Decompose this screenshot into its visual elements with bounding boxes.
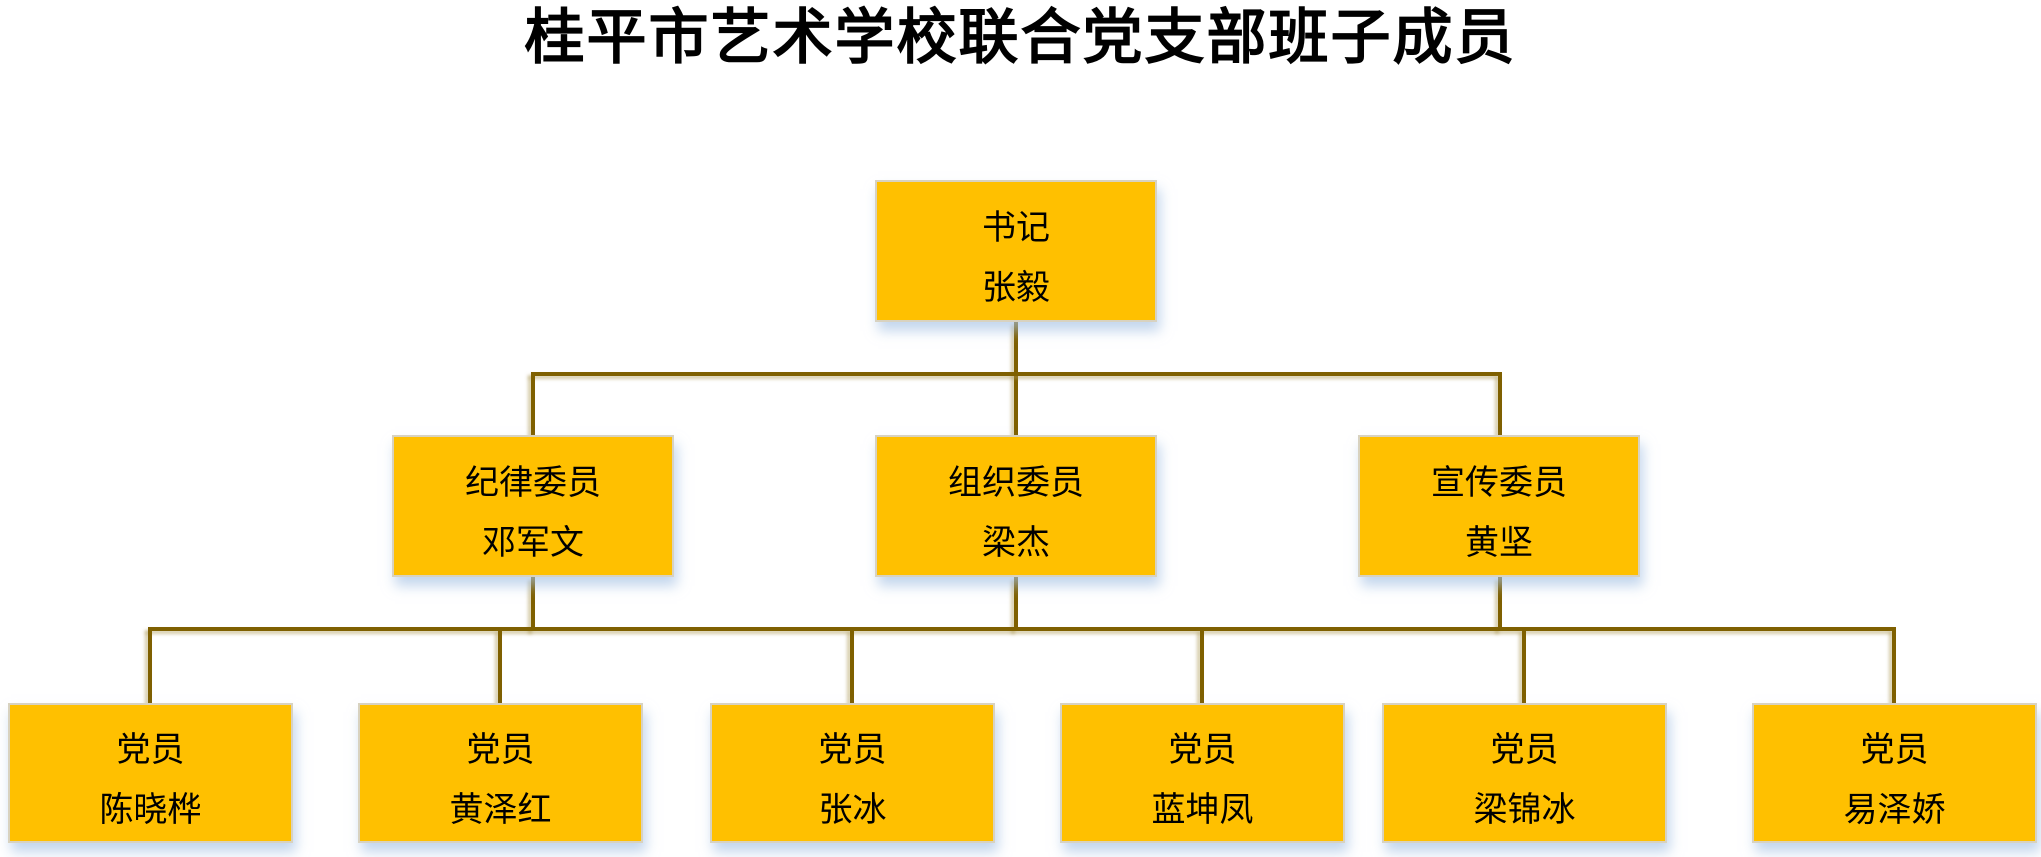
connector-drop-member-6 xyxy=(1892,629,1896,703)
connector-drop-member-4 xyxy=(1200,629,1204,703)
connector-drop-member-3 xyxy=(850,629,854,703)
role-label: 党员 xyxy=(116,730,185,770)
role-label: 党员 xyxy=(1860,730,1929,770)
name-label: 易泽娇 xyxy=(1843,790,1946,830)
role-label: 书记 xyxy=(982,208,1050,248)
connector-up-organization xyxy=(1014,577,1018,631)
connector-level1-horizontal xyxy=(531,372,1502,376)
name-label: 蓝坤凤 xyxy=(1151,790,1254,830)
name-label: 陈晓桦 xyxy=(99,790,202,830)
connector-root-vertical xyxy=(1014,322,1018,435)
name-label: 黄泽红 xyxy=(449,790,552,830)
org-node-member-4: 党员 蓝坤凤 xyxy=(1060,703,1345,843)
org-node-discipline-committee: 纪律委员 邓军文 xyxy=(392,435,674,577)
role-label: 纪律委员 xyxy=(465,463,601,503)
name-label: 梁杰 xyxy=(982,523,1050,563)
role-label: 党员 xyxy=(1490,730,1559,770)
name-label: 邓军文 xyxy=(482,523,584,563)
connector-up-publicity xyxy=(1498,577,1502,631)
org-node-secretary: 书记 张毅 xyxy=(875,180,1157,322)
name-label: 黄坚 xyxy=(1465,523,1533,563)
org-node-organization-committee: 组织委员 梁杰 xyxy=(875,435,1157,577)
connector-drop-member-2 xyxy=(498,629,502,703)
role-label: 组织委员 xyxy=(948,463,1084,503)
org-node-member-6: 党员 易泽娇 xyxy=(1752,703,2037,843)
role-label: 党员 xyxy=(818,730,887,770)
connector-drop-member-1 xyxy=(148,629,152,703)
org-node-member-1: 党员 陈晓桦 xyxy=(8,703,293,843)
connector-drop-discipline xyxy=(531,374,535,435)
role-label: 党员 xyxy=(466,730,535,770)
org-node-member-5: 党员 梁锦冰 xyxy=(1382,703,1667,843)
connector-level2-horizontal xyxy=(148,627,1896,631)
org-node-member-3: 党员 张冰 xyxy=(710,703,995,843)
org-node-publicity-committee: 宣传委员 黄坚 xyxy=(1358,435,1640,577)
connector-drop-member-5 xyxy=(1522,629,1526,703)
role-label: 党员 xyxy=(1168,730,1237,770)
org-node-member-2: 党员 黄泽红 xyxy=(358,703,643,843)
name-label: 张毅 xyxy=(982,268,1050,308)
connector-drop-publicity xyxy=(1498,374,1502,435)
connector-up-discipline xyxy=(531,577,535,631)
role-label: 宣传委员 xyxy=(1431,463,1567,503)
name-label: 张冰 xyxy=(818,790,887,830)
page-title: 桂平市艺术学校联合党支部班子成员 xyxy=(524,4,1517,71)
name-label: 梁锦冰 xyxy=(1473,790,1576,830)
